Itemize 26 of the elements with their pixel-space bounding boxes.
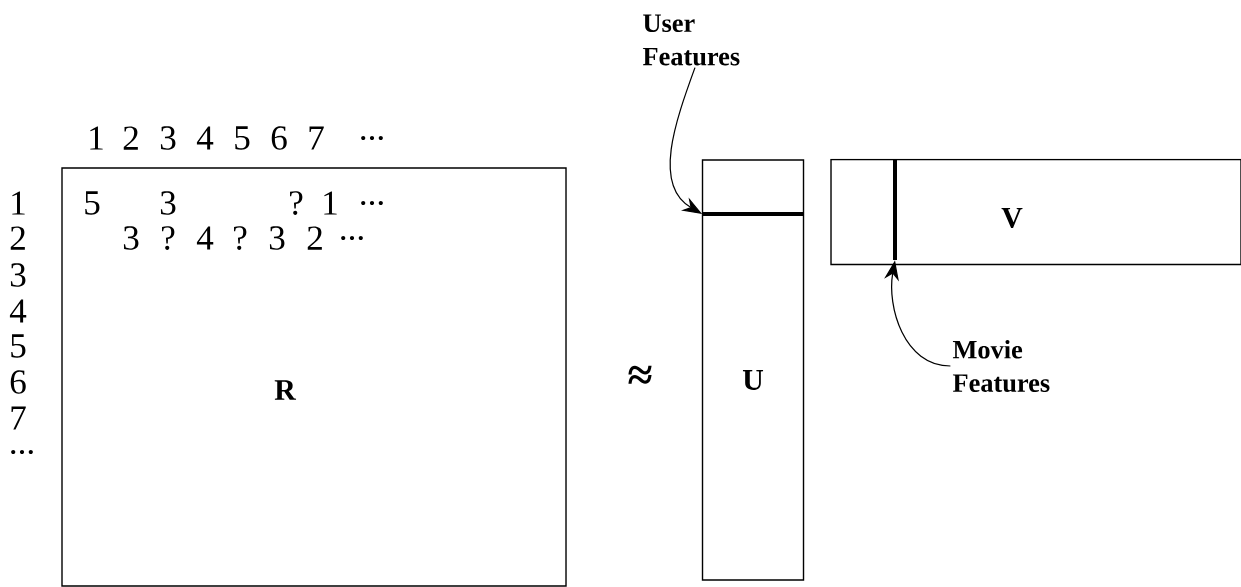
rating-value: 4 — [196, 226, 214, 250]
row-index: 1 — [12, 191, 25, 215]
row-index: 4 — [9, 299, 27, 323]
rating-value: 5 — [85, 191, 100, 215]
rating-value: ? — [290, 191, 303, 215]
feature-label: Movie Features — [952, 340, 1050, 392]
rating-value: ? — [162, 226, 175, 250]
feature-bar — [893, 160, 897, 260]
rating-value: ? — [234, 226, 247, 250]
approx-sign: ≈ — [628, 365, 652, 384]
feature-bar — [702, 212, 804, 216]
rating-value: 3 — [269, 226, 285, 250]
row-index: 7 — [11, 406, 26, 430]
row-index: 6 — [10, 370, 26, 394]
rating-value: 2 — [307, 226, 322, 250]
matrix-box: U — [701, 159, 805, 581]
matrix-box: V — [830, 158, 1241, 266]
row-index: 3 — [10, 263, 26, 287]
rating-value: 3 — [123, 226, 139, 250]
row-index: 5 — [11, 334, 26, 358]
row-index: 2 — [10, 226, 25, 250]
rating-value: 3 — [160, 191, 176, 215]
feature-label: User Features — [642, 14, 740, 66]
rating-value: ... — [341, 235, 363, 241]
rating-value: ... — [361, 200, 383, 206]
rating-value: 1 — [324, 191, 337, 215]
